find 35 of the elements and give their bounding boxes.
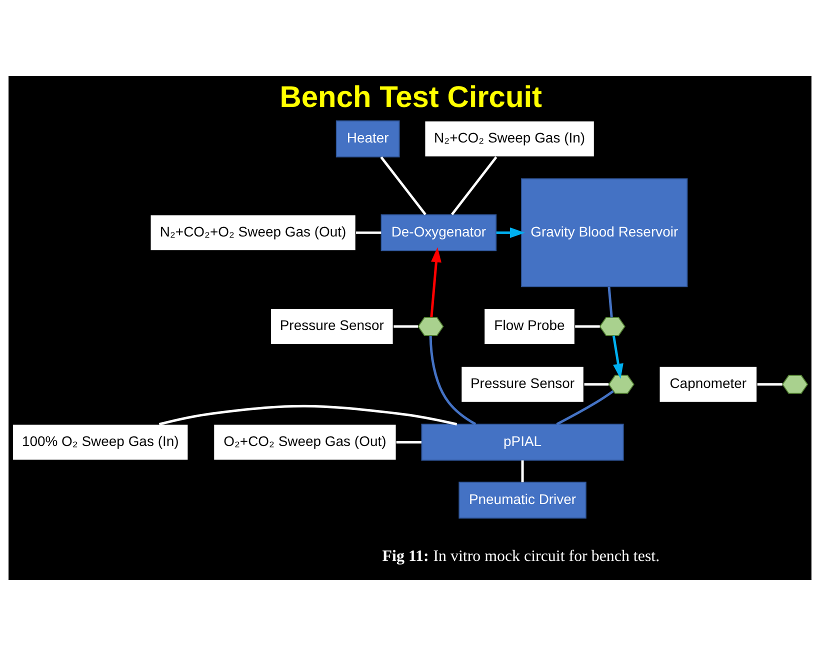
- node-box: Heater: [336, 120, 400, 158]
- node-box: De-Oxygenator: [380, 214, 497, 252]
- node-box: Capnometer: [658, 366, 758, 403]
- connector: [380, 156, 426, 216]
- node-box: N₂+CO₂+O₂ Sweep Gas (Out): [150, 214, 356, 252]
- node-hexagon: [782, 374, 808, 394]
- diagram-title: Bench Test Circuit: [280, 80, 542, 114]
- node-box: Gravity Blood Reservoir: [521, 178, 688, 288]
- arrow: [496, 227, 525, 238]
- connector: [429, 336, 476, 426]
- arrow: [430, 247, 442, 318]
- node-box: 100% O₂ Sweep Gas (In): [12, 424, 189, 461]
- connector: [158, 404, 458, 426]
- connector: [450, 156, 498, 216]
- connector: [556, 390, 614, 426]
- node-hexagon: [608, 374, 634, 394]
- connector: [584, 383, 609, 386]
- connector: [757, 383, 782, 386]
- caption: Fig 11: In vitro mock circuit for bench test.: [382, 548, 660, 565]
- connector: [356, 231, 382, 234]
- connector: [575, 325, 600, 328]
- node-box: N₂+CO₂ Sweep Gas (In): [424, 120, 595, 158]
- connector: [521, 460, 524, 482]
- node-hexagon: [599, 317, 626, 336]
- connector: [396, 441, 422, 444]
- node-box: Pneumatic Driver: [458, 482, 586, 519]
- connector: [394, 325, 418, 328]
- node-box: Flow Probe: [484, 308, 576, 345]
- arrow: [612, 336, 624, 379]
- node-hexagon: [418, 317, 444, 336]
- node-box: Pressure Sensor: [460, 366, 584, 403]
- node-box: Pressure Sensor: [270, 308, 394, 345]
- connector: [608, 286, 613, 318]
- node-box: pPIAL: [421, 424, 624, 461]
- node-box: O₂+CO₂ Sweep Gas (Out): [213, 424, 397, 461]
